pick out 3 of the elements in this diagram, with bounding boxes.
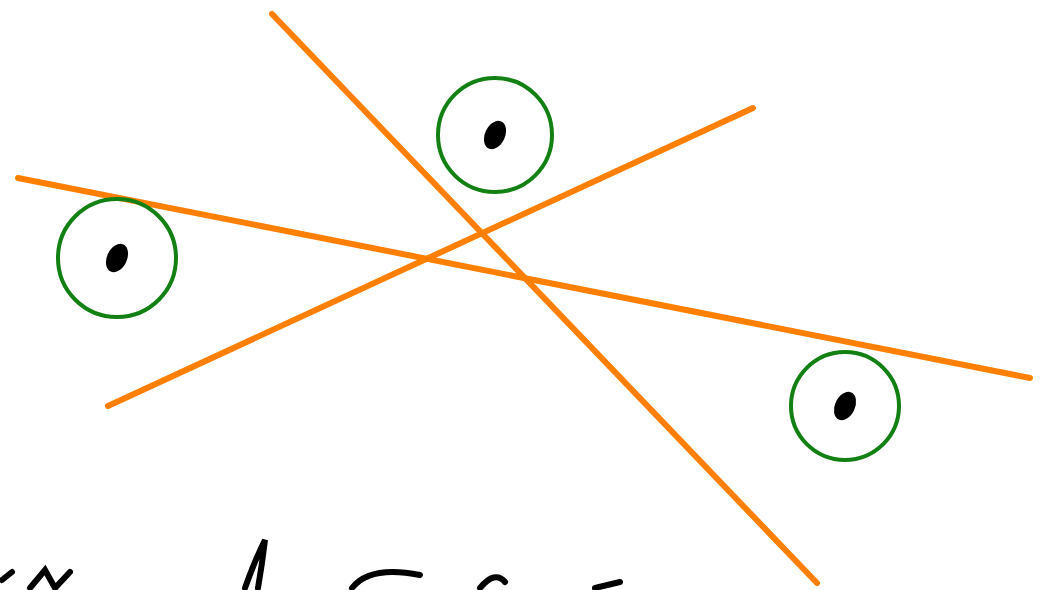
circle-marker xyxy=(435,75,555,195)
circle-marker xyxy=(55,196,179,320)
circle-marker xyxy=(788,349,902,463)
